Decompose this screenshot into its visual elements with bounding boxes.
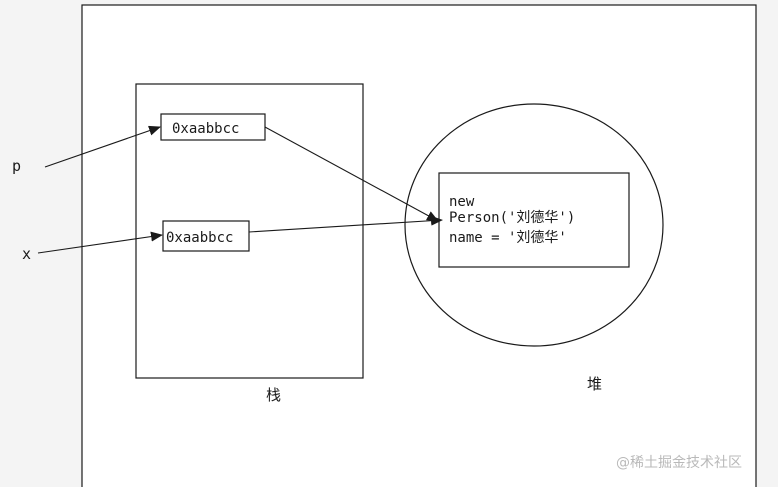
arrow-stack-p-to-heap	[264, 126, 439, 222]
heap-object-line-constructor: Person('刘德华')	[449, 210, 575, 226]
stack-cell-p	[160, 113, 266, 141]
stack-label: 栈	[266, 386, 281, 404]
heap-object-line-new: new	[449, 194, 475, 210]
stack-region	[135, 83, 364, 379]
stack-cell-x-address: 0xaabbcc	[166, 230, 233, 246]
arrow-stack-x-to-heap	[248, 215, 443, 233]
arrow-x-to-stack	[37, 231, 163, 254]
heap-label: 堆	[587, 375, 602, 393]
variable-p-label: p	[12, 157, 21, 175]
stack-cell-x	[162, 220, 250, 252]
variable-x-label: x	[22, 245, 31, 263]
heap-region	[404, 103, 664, 347]
heap-object-line-name: name = '刘德华'	[449, 230, 567, 246]
arrow-p-to-stack	[44, 125, 161, 168]
stack-cell-p-address: 0xaabbcc	[172, 121, 239, 137]
heap-object	[438, 172, 630, 268]
watermark: @稀土掘金技术社区	[616, 455, 742, 471]
